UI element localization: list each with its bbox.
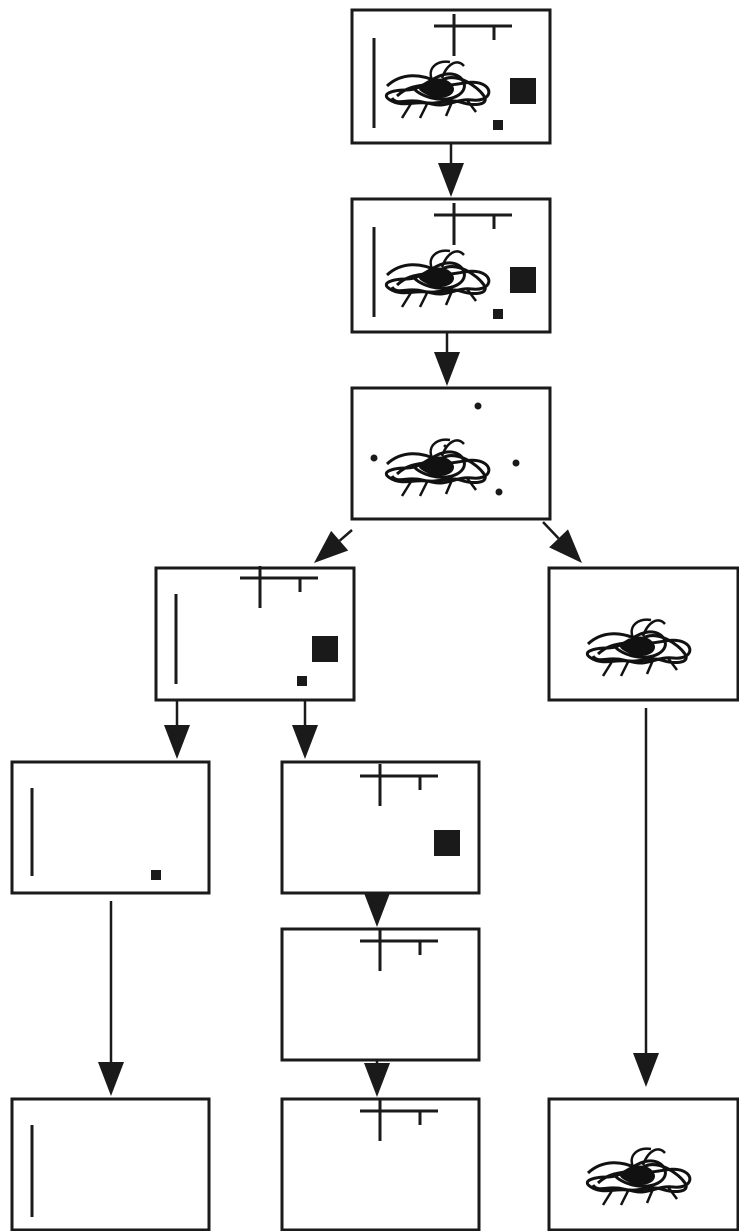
arrow-panel-7-to-panel-8	[364, 893, 390, 927]
panel-7	[280, 760, 481, 895]
arrow-panel-2-to-panel-3	[434, 332, 460, 386]
panel-2	[350, 197, 552, 334]
panel-9	[10, 1097, 211, 1231]
panel-frame	[350, 386, 552, 521]
panel-10	[280, 1097, 481, 1231]
cross-line	[240, 566, 318, 608]
arrowhead	[434, 352, 460, 386]
cross-line	[434, 14, 512, 56]
panel-4	[154, 566, 356, 702]
cross-line	[434, 203, 512, 245]
dot	[443, 444, 447, 448]
dot	[512, 459, 520, 467]
dot	[474, 402, 482, 410]
small-square	[493, 309, 503, 319]
dot	[495, 488, 503, 496]
cross-line	[360, 1099, 438, 1141]
arrow-panel-5-to-panel-11	[633, 708, 659, 1087]
panel-1	[350, 8, 552, 145]
panel-8	[280, 927, 481, 1062]
big-square	[510, 267, 536, 293]
arrowhead	[364, 1063, 390, 1097]
cross-line	[360, 929, 438, 971]
small-square	[297, 676, 307, 686]
dots	[370, 402, 520, 496]
arrowhead	[633, 1053, 659, 1087]
panel-frame	[10, 760, 211, 895]
arrow-panel-3-to-panel-4	[314, 529, 353, 563]
arrow-panel-4-to-panel-7	[292, 701, 318, 759]
arrow-panel-1-to-panel-2	[438, 143, 464, 197]
arrowhead	[364, 893, 390, 927]
dot	[370, 454, 378, 462]
panel-3	[350, 386, 552, 521]
arrow-panel-3-to-panel-5	[542, 521, 582, 563]
arrowhead	[438, 163, 464, 197]
arrowhead	[292, 725, 318, 759]
arrowhead	[98, 1062, 124, 1096]
panel-frame	[154, 566, 356, 702]
small-square	[151, 870, 161, 880]
panel-5	[547, 566, 739, 702]
panel-11	[547, 1097, 739, 1231]
big-square	[312, 636, 338, 662]
arrow-panel-4-to-panel-6	[164, 701, 190, 759]
arrow-panel-8-to-panel-10	[364, 1060, 390, 1097]
arrow-panel-6-to-panel-9	[98, 901, 124, 1096]
big-square	[510, 78, 536, 104]
arrowhead	[314, 530, 349, 563]
small-square	[493, 120, 503, 130]
arrowhead	[164, 725, 190, 759]
panel-frame	[10, 1097, 211, 1231]
cross-line	[360, 764, 438, 806]
arrowhead	[549, 529, 582, 563]
big-square	[434, 830, 460, 856]
panel-6	[10, 760, 211, 895]
